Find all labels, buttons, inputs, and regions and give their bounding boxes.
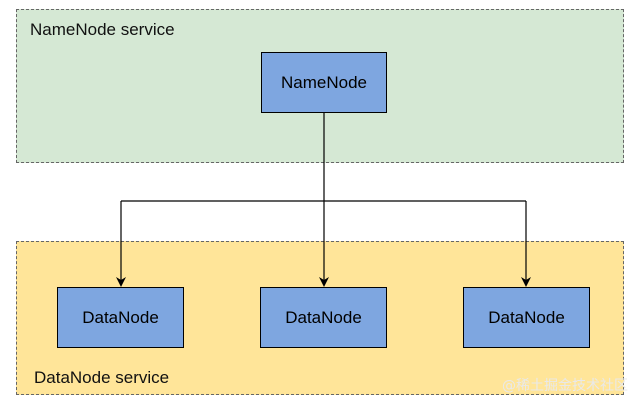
datanode-label-3: DataNode [488, 307, 565, 327]
watermark-text: @稀土掘金技术社区 [502, 378, 628, 394]
datanode-label-2: DataNode [285, 307, 362, 327]
datanode-service-label: DataNode service [34, 368, 170, 387]
datanode-box-3: DataNode [463, 287, 590, 348]
namenode-service-label: NameNode service [30, 20, 175, 39]
datanode-box-1: DataNode [57, 287, 184, 348]
datanode-label-1: DataNode [82, 307, 159, 327]
namenode-service-region: NameNode service [16, 9, 624, 163]
datanode-box-2: DataNode [260, 287, 387, 348]
namenode-box: NameNode [261, 52, 387, 113]
namenode-label: NameNode [281, 72, 367, 92]
